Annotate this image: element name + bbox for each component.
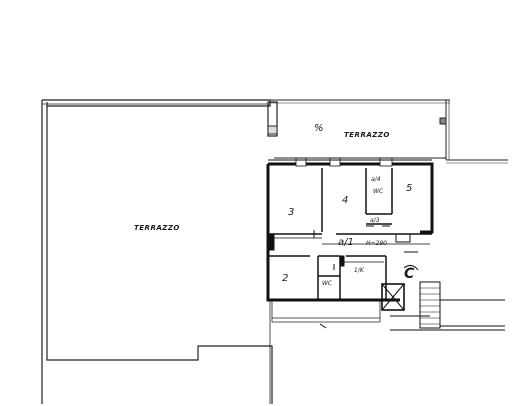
height-note: H=290 [366,240,387,247]
room-5-label: 5 [406,183,412,194]
room-4-label: 4 [342,195,348,206]
stair-flight [419,281,441,329]
wc-bottom-label: WC [322,280,333,287]
lower-boundary [269,300,381,404]
fraction-a1: a/1 [338,237,354,248]
stair-letter: C [404,266,415,282]
windows [295,157,393,167]
wc-top-label: WC [373,188,384,195]
room-2-label: 2 [282,273,288,284]
stair-core [381,264,505,331]
fraction-a3: a/3 [370,217,380,224]
k-fraction: 1/K [354,267,365,274]
large-terrace-outline [41,99,273,404]
elevator-shaft [381,283,405,311]
room-3-label: 3 [288,207,294,218]
large-terrace-label: TERRAZZO [134,224,180,232]
top-terrace-mark: % [314,123,324,134]
large-terrace [41,99,273,404]
top-terrace-label: TERRAZZO [344,131,390,139]
apartment-walls [266,159,434,302]
door-marks [313,225,418,329]
top-terrace [267,99,508,164]
wc-top-fraction: a/4 [371,176,381,183]
